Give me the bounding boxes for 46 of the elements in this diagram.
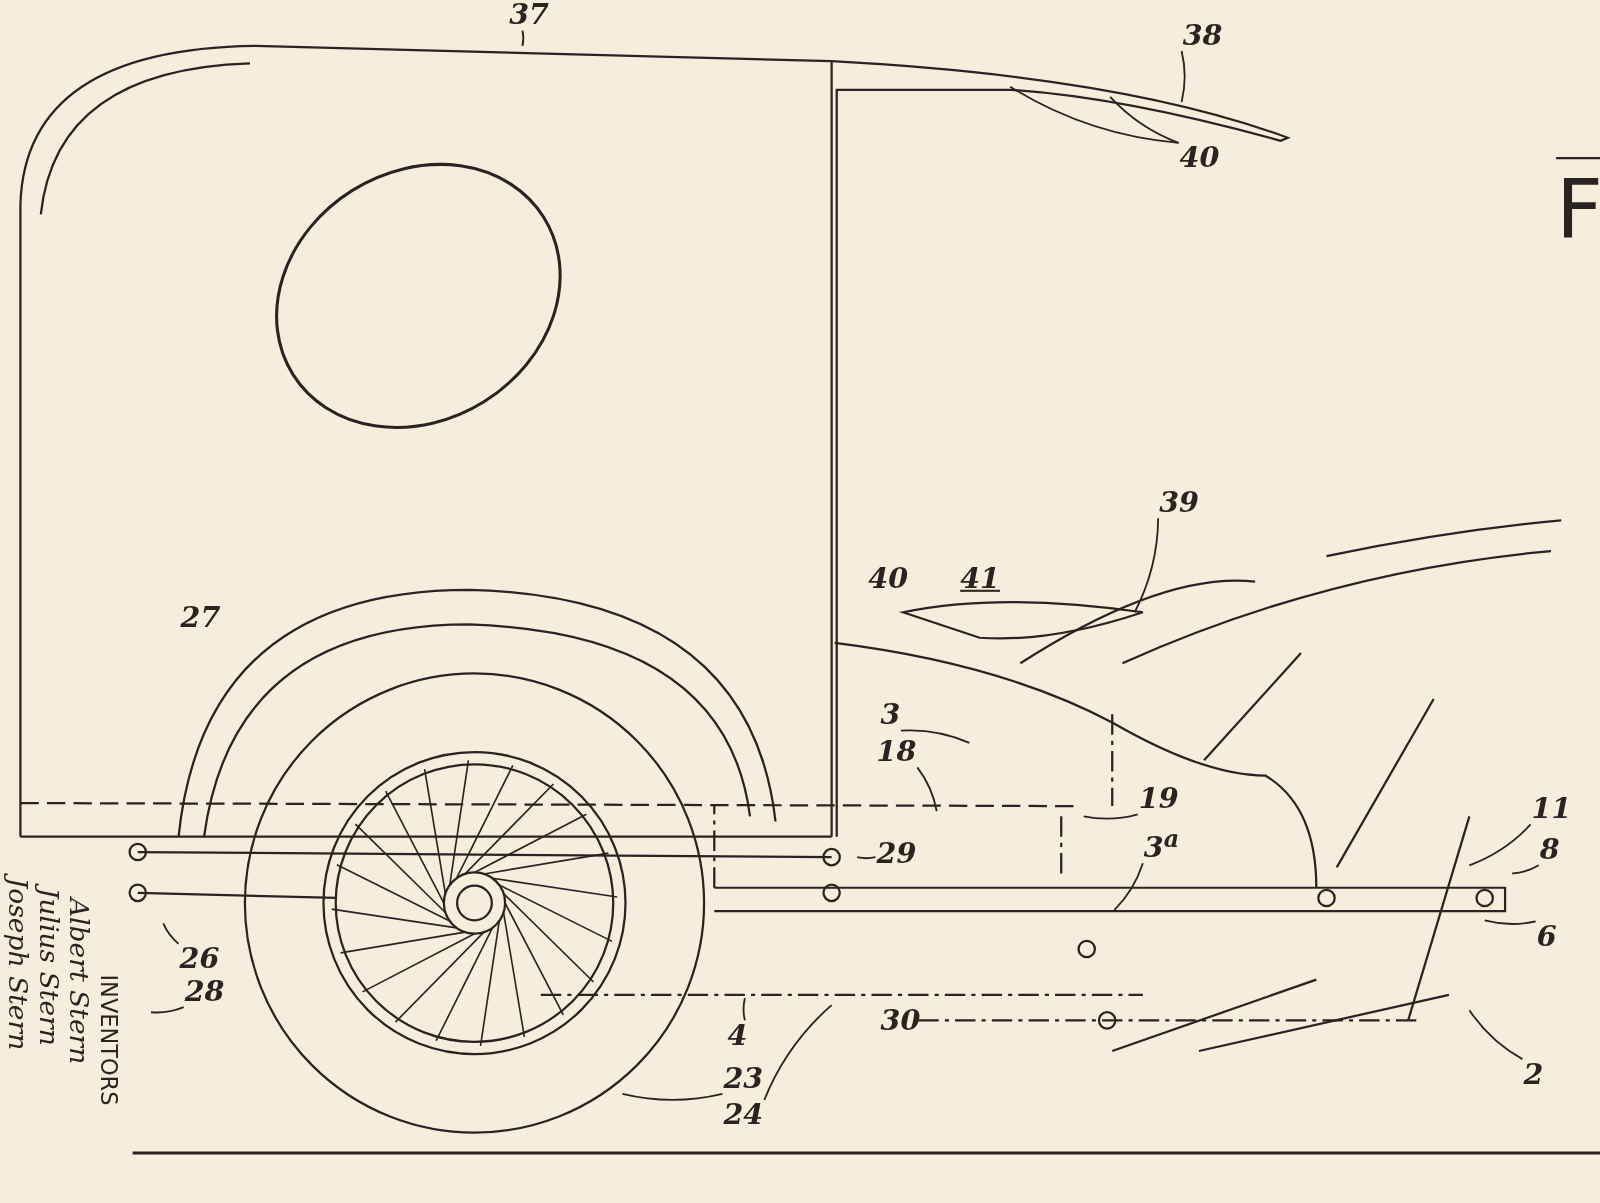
- leader-line: [1180, 50, 1186, 103]
- callout-number: 23: [722, 1063, 765, 1094]
- leader-line: [150, 1006, 185, 1014]
- callout-number: 29: [875, 838, 918, 870]
- heading: INVENTORS: [96, 974, 120, 1106]
- callout-number: 37: [508, 0, 550, 31]
- callout-number: 4: [726, 1020, 749, 1051]
- callout-number: 40: [1178, 142, 1221, 174]
- callout-number: 11: [1530, 793, 1573, 825]
- callout-number: 24: [722, 1100, 765, 1131]
- leader-line: [1009, 85, 1180, 144]
- leader-line: [856, 856, 877, 860]
- leader-line: [1468, 823, 1532, 867]
- leader-line: [1468, 1009, 1524, 1061]
- callout-number: 28: [183, 976, 226, 1008]
- leader-line: [1511, 864, 1540, 875]
- callout-number: 38: [1181, 20, 1224, 51]
- figure-label: F: [1555, 168, 1600, 253]
- leader-line: [742, 997, 746, 1022]
- inventor-name: Albert Stern: [66, 897, 93, 1065]
- callout-number: 26: [178, 943, 221, 975]
- inventor-name: Julius Stern: [35, 887, 63, 1046]
- callout-number: 19: [1137, 783, 1180, 815]
- callout-number: 18: [875, 736, 918, 768]
- leader-line: [521, 29, 525, 47]
- inventor-name: Joseph Stern: [5, 877, 32, 1051]
- callout-number: 3$^{a}$: [1142, 826, 1181, 864]
- callout-number: 41: [959, 563, 1001, 594]
- leader-line: [1082, 813, 1139, 820]
- callout-number: 2: [1522, 1059, 1545, 1090]
- leader-line: [1133, 517, 1160, 614]
- leader-line: [900, 729, 971, 744]
- leader-line: [763, 1004, 833, 1101]
- callout-number: 8: [1538, 834, 1561, 866]
- callout-number: 40: [867, 563, 910, 594]
- leader-line: [621, 1092, 724, 1101]
- callout-number: 27: [179, 602, 222, 633]
- leader-line: [916, 766, 938, 813]
- callout-number: 39: [1158, 487, 1200, 519]
- leader-line: [1483, 919, 1537, 925]
- leader-line: [162, 922, 180, 945]
- callout-number: 6: [1535, 921, 1558, 953]
- leader-line: [1113, 862, 1144, 912]
- callout-number: 30: [879, 1005, 922, 1036]
- callout-number: 3: [879, 700, 902, 731]
- leader-line: [1109, 96, 1180, 144]
